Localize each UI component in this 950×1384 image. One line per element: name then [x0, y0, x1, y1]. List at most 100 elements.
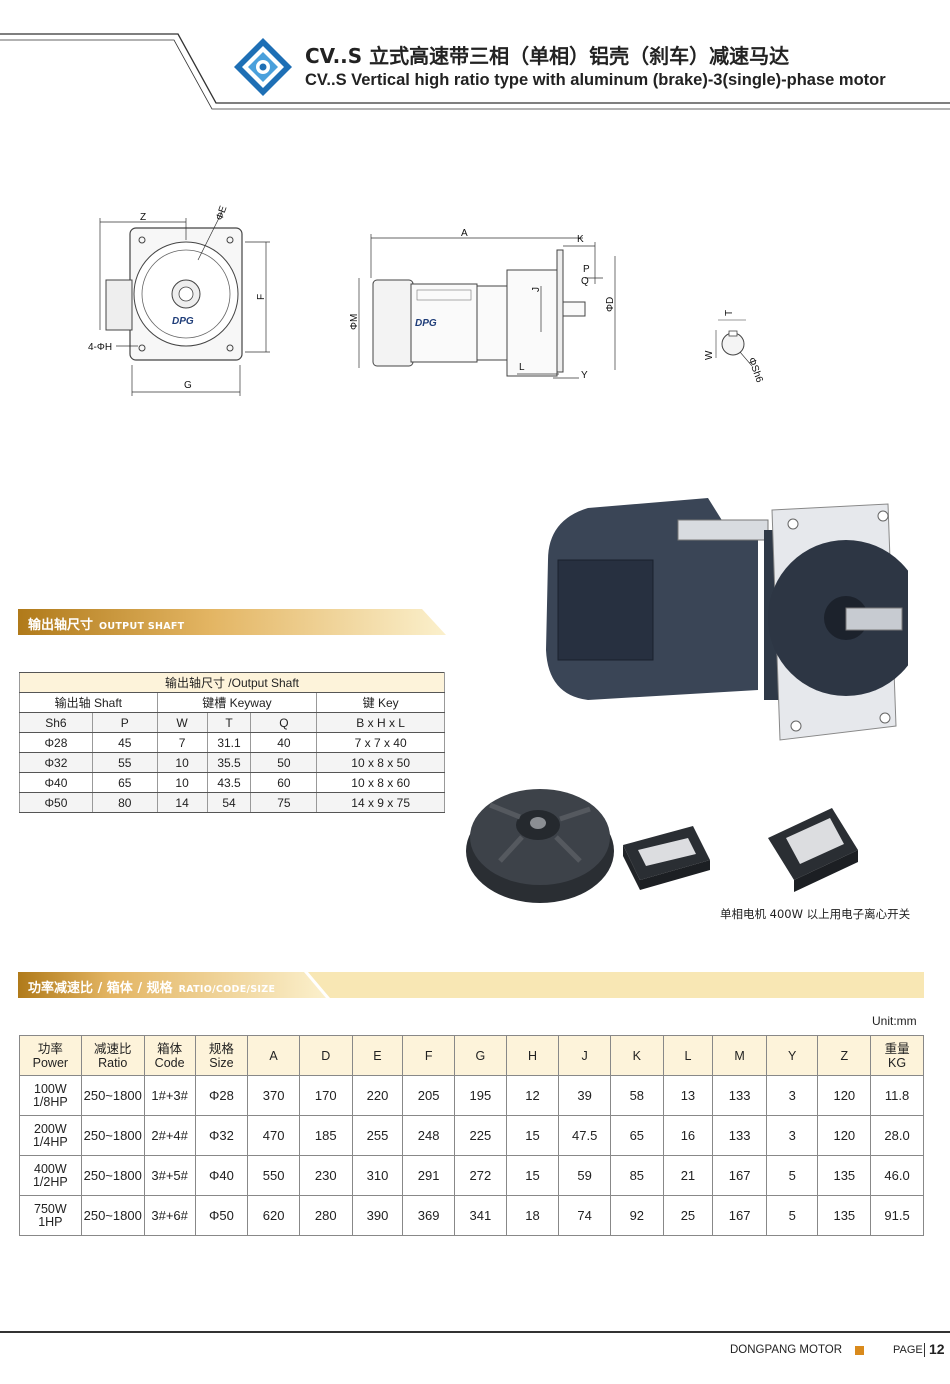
- cell: 55: [91, 752, 158, 773]
- spec-col-header: M: [712, 1035, 767, 1076]
- ratio-band: [18, 972, 924, 998]
- spec-col-header: E: [351, 1035, 404, 1076]
- footer-page-label: PAGE: [893, 1344, 923, 1356]
- spec-cell: 39: [558, 1075, 612, 1116]
- motor-photo: [546, 498, 908, 741]
- spec-col-header-line: 重量: [884, 1041, 910, 1056]
- cell: Φ50: [19, 792, 93, 813]
- spec-cell: 3#+6#: [143, 1195, 196, 1236]
- ratio-heading-en: RATIO/CODE/SIZE: [178, 984, 276, 995]
- dim-g: G: [184, 380, 192, 391]
- spec-cell: 120: [817, 1115, 872, 1156]
- cell: 65: [91, 772, 158, 793]
- spec-col-header: F: [402, 1035, 455, 1076]
- spec-cell: 135: [817, 1195, 872, 1236]
- cell: Φ28: [19, 732, 93, 753]
- spec-cell: 21: [662, 1155, 714, 1196]
- spec-cell: 370: [247, 1075, 300, 1116]
- spec-col-header-line: K: [632, 1048, 641, 1063]
- footer-separator: [924, 1343, 925, 1357]
- ratio-heading: 功率减速比 / 箱体 / 规格 RATIO/CODE/SIZE: [28, 977, 275, 996]
- spec-cell: 185: [298, 1115, 353, 1156]
- footer-brand: DONGPANG MOTOR: [730, 1344, 843, 1356]
- spec-col-header: H: [505, 1035, 560, 1076]
- cell: 31.1: [206, 732, 252, 753]
- shaft-group-header: 输出轴 Shaft: [19, 692, 158, 713]
- spec-cell: 91.5: [870, 1195, 924, 1236]
- spec-cell: 248: [402, 1115, 455, 1156]
- spec-cell: 2#+4#: [143, 1115, 196, 1156]
- page-title-cn: CV..S 立式高速带三相（单相）铝壳（刹车）减速马达: [305, 44, 790, 68]
- spec-col-header-line: Size: [209, 1055, 234, 1070]
- spec-cell: 220: [351, 1075, 404, 1116]
- brand-mark-front: DPG: [172, 316, 194, 327]
- spec-col-header-line: Y: [788, 1048, 797, 1063]
- cell: 10 x 8 x 50: [316, 752, 445, 773]
- spec-cell: 92: [610, 1195, 664, 1236]
- spec-cell: 15: [505, 1155, 560, 1196]
- spec-cell: 15: [505, 1115, 560, 1156]
- dim-k: K: [577, 234, 584, 245]
- key-group-header: 键 Key: [316, 692, 445, 713]
- cell: 40: [250, 732, 318, 753]
- spec-cell: 46.0: [870, 1155, 924, 1196]
- output-shaft-heading-en: OUTPUT SHAFT: [99, 621, 185, 632]
- spec-cell: 3: [765, 1115, 819, 1156]
- spec-cell: 250~1800: [80, 1115, 145, 1156]
- spec-cell: 74: [558, 1195, 612, 1236]
- spec-cell: 18: [505, 1195, 560, 1236]
- brand-mark-side: DPG: [415, 318, 437, 329]
- spec-cell: 470: [247, 1115, 300, 1156]
- dim-q: Q: [581, 276, 589, 287]
- spec-cell: 230: [298, 1155, 353, 1196]
- spec-cell: 280: [298, 1195, 353, 1236]
- shaft-section-drawing: T W ΦSh6: [704, 310, 765, 385]
- front-view-drawing: Z ΦE F 4-ΦH G DPG: [88, 204, 270, 396]
- cell: 14 x 9 x 75: [316, 792, 445, 813]
- spec-cell: 205: [402, 1075, 455, 1116]
- side-view-drawing: A K P Q J ΦM ΦD L Y DPG: [349, 228, 616, 381]
- cell: Φ40: [19, 772, 93, 793]
- spec-col-header-line: 功率: [37, 1041, 63, 1056]
- spec-cell: 58: [610, 1075, 664, 1116]
- spec-cell: 5: [765, 1195, 819, 1236]
- output-shaft-band: [18, 609, 446, 635]
- spec-col-header: K: [610, 1035, 664, 1076]
- spec-cell: Φ28: [194, 1075, 249, 1116]
- spec-col-header-line: J: [581, 1048, 588, 1063]
- ratio-heading-cn: 功率减速比 / 箱体 / 规格: [28, 981, 173, 996]
- cell: 10 x 8 x 60: [316, 772, 445, 793]
- spec-cell: 133: [712, 1115, 767, 1156]
- cell: 14: [156, 792, 208, 813]
- spec-cell: 620: [247, 1195, 300, 1236]
- spec-cell: 13: [662, 1075, 714, 1116]
- cell: 7: [156, 732, 208, 753]
- spec-cell: 390: [351, 1195, 404, 1236]
- dim-j: J: [531, 287, 542, 292]
- output-shaft-heading-cn: 输出轴尺寸: [28, 618, 94, 633]
- spec-cell: 85: [610, 1155, 664, 1196]
- spec-cell: 28.0: [870, 1115, 924, 1156]
- spec-cell: 250~1800: [80, 1155, 145, 1196]
- spec-cell: 47.5: [558, 1115, 612, 1156]
- dim-sh6: ΦSh6: [746, 356, 765, 384]
- dim-y: Y: [581, 370, 588, 381]
- power-line: 750W: [34, 1201, 67, 1216]
- spec-cell: 170: [298, 1075, 353, 1116]
- spec-cell: 291: [402, 1155, 455, 1196]
- spec-cell: 133: [712, 1075, 767, 1116]
- col-sh6: Sh6: [19, 712, 93, 733]
- spec-cell: 250~1800: [80, 1075, 145, 1116]
- dim-z: Z: [140, 212, 146, 223]
- cell: 60: [250, 772, 318, 793]
